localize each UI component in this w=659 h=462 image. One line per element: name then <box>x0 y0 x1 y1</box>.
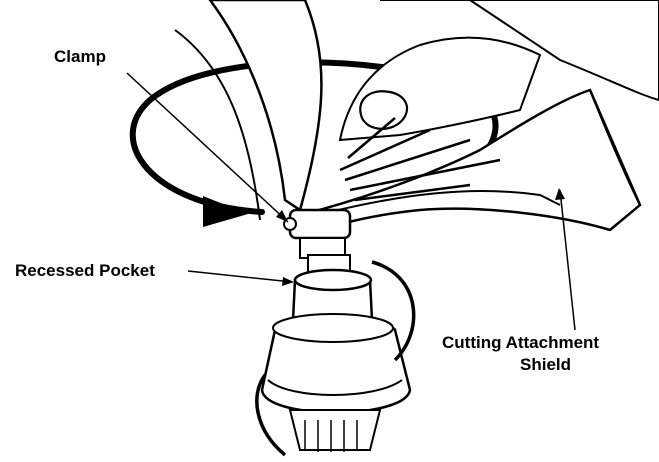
thumb <box>359 90 408 130</box>
shield-edge <box>589 89 641 206</box>
pocket-leader-arrow <box>282 277 294 286</box>
motion-line-right <box>371 260 416 362</box>
shield-label-line1: Cutting Attachment <box>442 333 599 352</box>
motion-line-left <box>255 373 287 457</box>
clamp <box>283 208 352 259</box>
drive-shaft <box>208 0 323 212</box>
gear-head <box>260 254 412 452</box>
shield-leader <box>559 189 576 331</box>
shield-label-line2: Shield <box>520 355 571 374</box>
clamp-label: Clamp <box>54 47 106 66</box>
clamp-leader-arrow <box>276 210 288 222</box>
shield-leader-arrow <box>555 188 565 200</box>
pocket-leader <box>187 270 293 283</box>
recessed-pocket-label: Recessed Pocket <box>15 261 155 280</box>
clamp-leader <box>126 72 289 223</box>
hand <box>380 0 659 102</box>
shaft-outer-line <box>174 29 261 221</box>
shield-ribs <box>339 117 501 202</box>
shield-lip <box>329 190 561 213</box>
rotation-arrow-head <box>203 196 248 227</box>
